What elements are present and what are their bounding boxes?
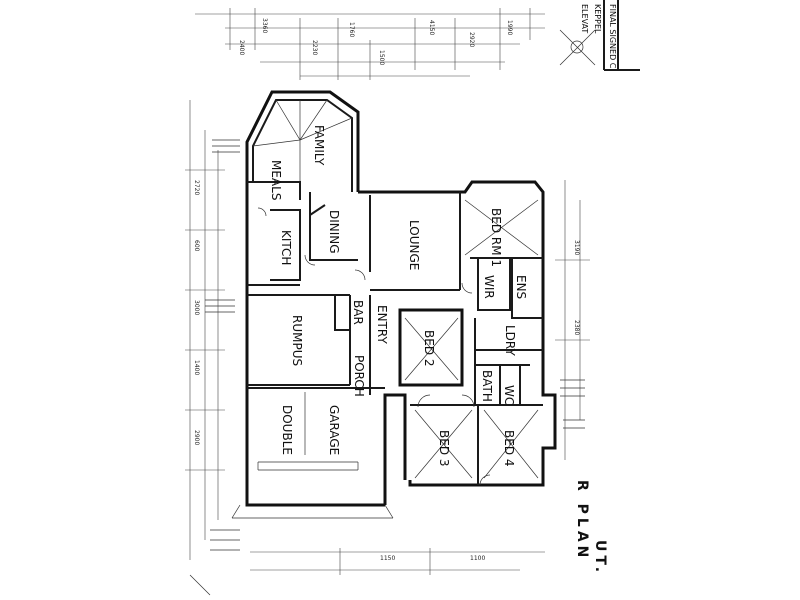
room-label-wc: WC: [502, 385, 516, 405]
annotation-marks: [189, 139, 585, 596]
dim-label: 1100: [470, 555, 485, 562]
room-label-meals: MEALS: [269, 160, 283, 200]
exterior-walls: [245, 90, 557, 507]
plan-title-line-2: UT.: [592, 540, 608, 576]
room-label-entry: ENTRY: [375, 305, 389, 344]
dim-label: 3360: [261, 18, 268, 33]
dim-label: 600: [193, 240, 200, 252]
room-label-bed4: BED 4: [502, 430, 516, 467]
dim-label: 4150: [428, 20, 435, 35]
title-block: ELEVAT KEPPEL FINAL SIGNED C: [580, 0, 640, 71]
title-block-line: KEPPEL: [593, 4, 602, 34]
left-dimension-lines: [185, 100, 225, 560]
dim-label: 1400: [193, 360, 200, 375]
dim-label: 1500: [378, 50, 385, 65]
interior-walls: [247, 99, 543, 486]
room-label-wir: WIR: [482, 275, 496, 299]
room-label-double: DOUBLE: [280, 405, 294, 455]
dim-label: 2230: [311, 40, 318, 55]
room-label-rumpus: RUMPUS: [290, 315, 304, 366]
room-label-bath: BATH: [480, 370, 494, 402]
dim-label: 2900: [193, 430, 200, 445]
room-label-porch: PORCH: [352, 355, 366, 397]
room-label-ens: ENS: [514, 275, 528, 299]
room-label-lounge: LOUNGE: [407, 220, 421, 270]
dim-label: 3190: [573, 240, 580, 255]
room-label-kitch: KITCH: [279, 230, 293, 265]
dimension-labels: 2400 3360 2230 1760 1500 4150 2920 1990 …: [193, 18, 580, 562]
dim-label: 3000: [193, 300, 200, 315]
room-label-bed3: BED 3: [437, 430, 451, 467]
dim-label: 2380: [573, 320, 580, 335]
north-arrow: [559, 29, 596, 66]
bottom-dimension-lines: [250, 548, 545, 575]
room-label-family: FAMILY: [312, 125, 326, 166]
room-label-bed1: BED RM 1: [489, 208, 503, 267]
title-block-line: FINAL SIGNED C: [608, 4, 617, 69]
dim-label: 2920: [468, 32, 475, 47]
title-block-line: ELEVAT: [580, 4, 589, 33]
dim-label: 2400: [238, 40, 245, 55]
plan-title-line-1: R PLAN: [574, 480, 590, 561]
dim-label: 2720: [193, 180, 200, 195]
dim-label: 1990: [506, 20, 513, 35]
top-dimension-lines: [195, 8, 545, 80]
room-label-bed2: BED 2: [422, 330, 436, 367]
room-labels: MEALS FAMILY DINING KITCH LOUNGE BED RM …: [269, 125, 528, 467]
garage-door: [231, 461, 394, 519]
room-label-ldry: LDRY: [503, 325, 517, 356]
plan-title: R PLAN UT.: [574, 480, 608, 576]
dim-label: 1150: [380, 555, 395, 562]
room-label-dining: DINING: [327, 210, 341, 254]
room-label-garage: GARAGE: [327, 405, 341, 455]
dim-label: 1760: [348, 22, 355, 37]
room-label-bar: BAR: [351, 300, 365, 325]
right-dimension-lines: [555, 180, 590, 460]
